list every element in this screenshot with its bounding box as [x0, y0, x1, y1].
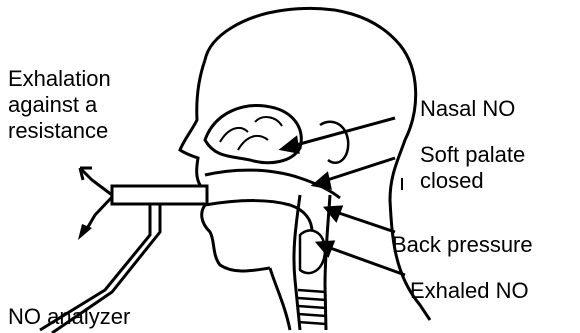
exhalation-label: Exhalation against a resistance: [8, 66, 111, 144]
exhaled-no-label: Exhaled NO: [410, 278, 529, 304]
back-pressure-label: Back pressure: [392, 232, 533, 258]
exhalation-label-line3: resistance: [8, 118, 111, 144]
soft-palate-label-line1: Soft palate: [420, 142, 525, 168]
mouthpiece-tube: [112, 186, 207, 204]
neck-front: [270, 268, 290, 330]
pharynx-back: [325, 195, 330, 330]
face-profile: [180, 60, 270, 271]
exhalation-label-line1: Exhalation: [8, 66, 111, 92]
larynx: [300, 230, 325, 273]
ear: [320, 122, 348, 163]
trachea-rings: [298, 290, 326, 324]
exhalation-label-line2: against a: [8, 92, 111, 118]
nasal-no-label: Nasal NO: [420, 96, 515, 122]
no-analyzer-label: NO analyzer: [8, 304, 130, 330]
soft-palate-label-line2: closed: [420, 168, 525, 194]
soft-palate-label: Soft palate closed: [420, 142, 525, 194]
exhalation-arrows: [80, 168, 112, 232]
nasal-cavity: [205, 106, 301, 163]
